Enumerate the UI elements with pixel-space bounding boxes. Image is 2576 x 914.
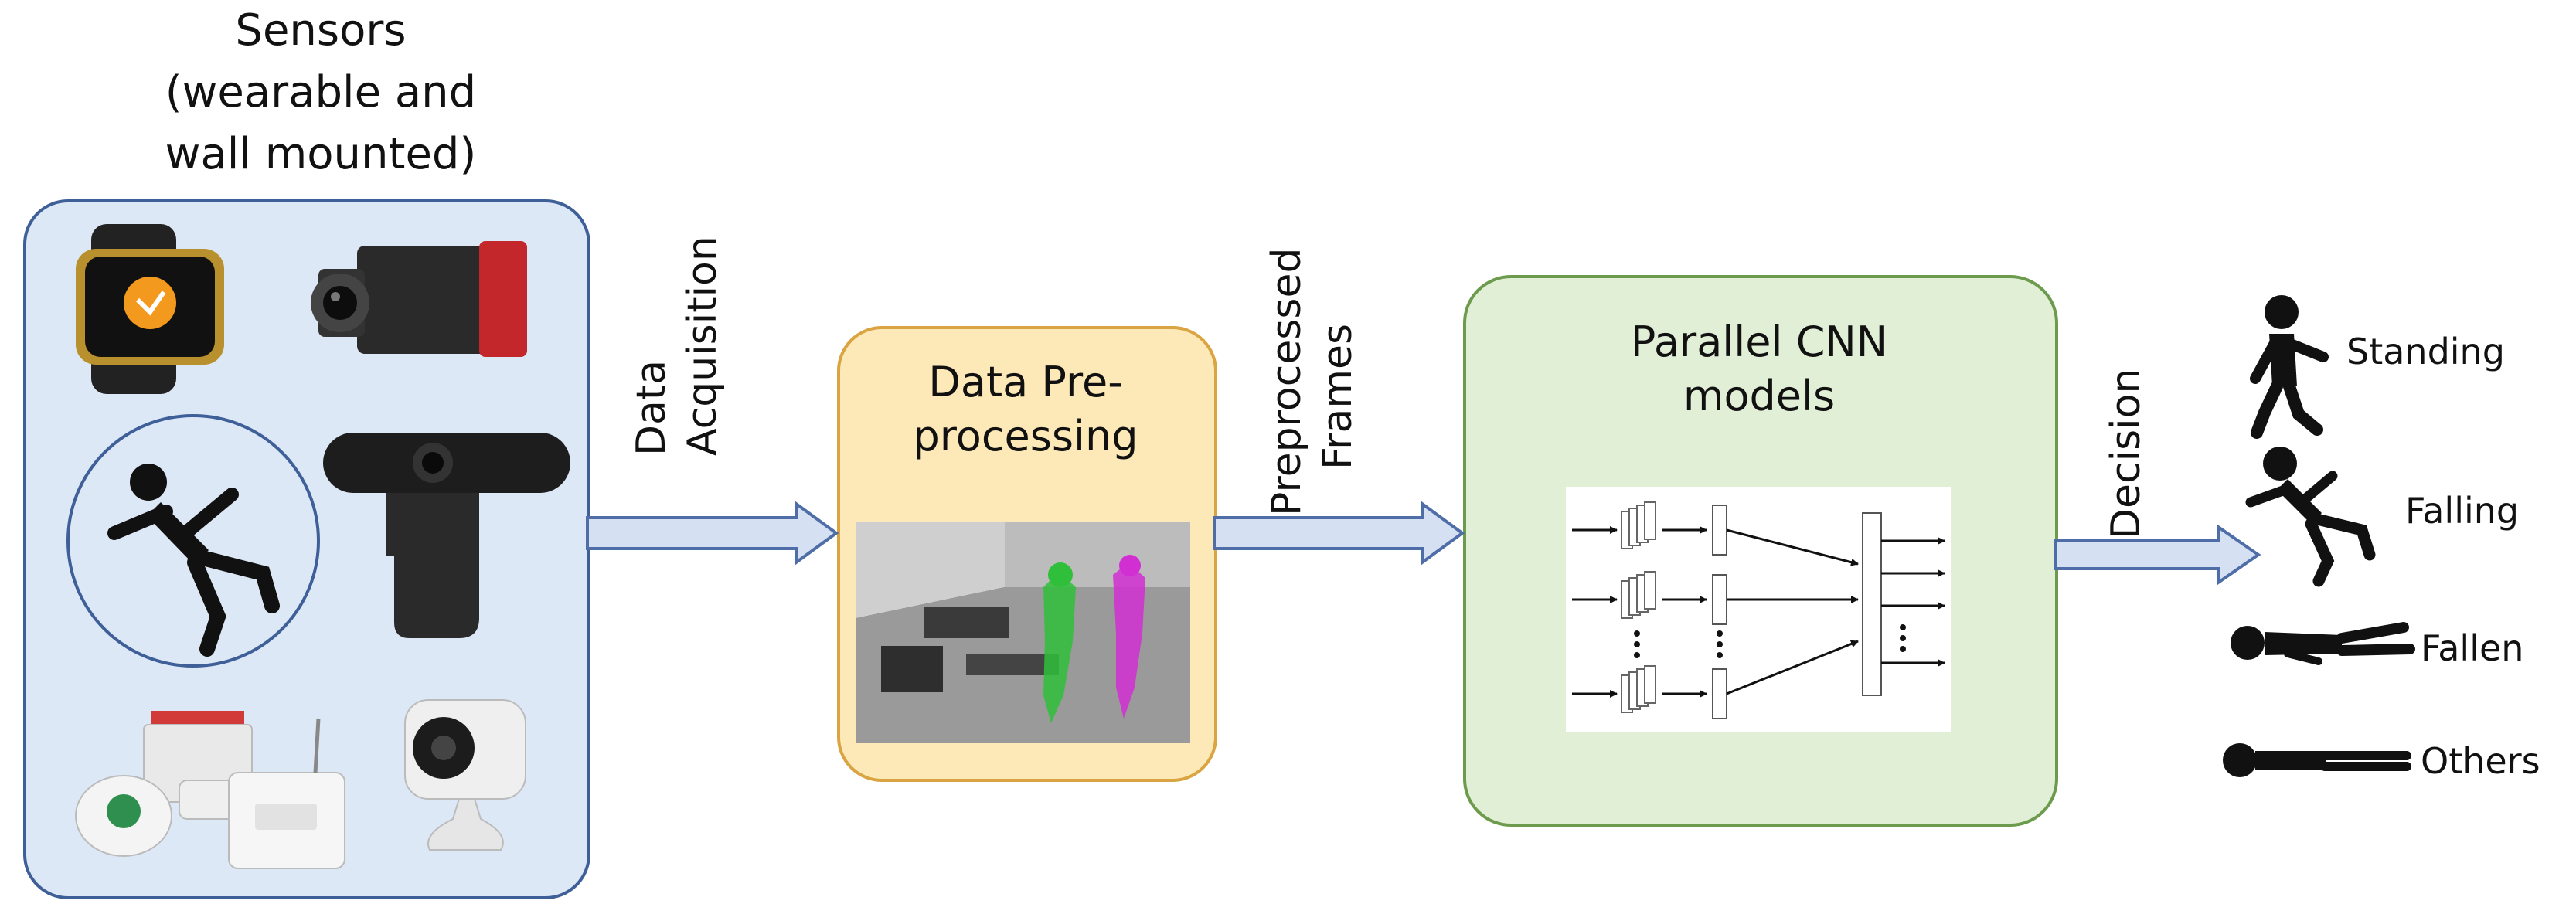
webcam-icon [323,433,570,638]
preprocessed-frame-image [856,522,1190,743]
indoor-camera-icon [404,699,526,851]
cnn-title-line-2: models [1683,372,1836,420]
arrow-acquisition [586,501,839,566]
class-falling: Falling [2405,490,2520,532]
cnn-branch-2 [1572,571,1859,625]
thermal-camera-icon [311,241,527,357]
arrow-preprocessed [1213,501,1465,566]
others-person-icon [2223,743,2411,777]
sensors-title: Sensors (wearable and wall mounted) [46,0,595,185]
preprocessing-title-line-2: processing [913,412,1138,460]
preprocessing-title-line-1: Data Pre- [928,358,1123,406]
class-standing: Standing [2346,331,2505,372]
fallen-person-icon [2231,622,2415,665]
preprocessing-title: Data Pre- processing [842,355,1209,464]
standing-person-icon [2250,295,2329,439]
class-fallen: Fallen [2421,627,2524,669]
cnn-branch-1 [1572,501,1859,566]
smartwatch-icon [76,224,224,394]
sensors-title-line-3: wall mounted) [165,129,477,179]
sensors-title-line-1: Sensors [235,5,407,56]
cnn-fusion-layer [1862,512,1945,696]
alarm-system-icon [75,711,345,869]
cnn-branch-3 [1572,640,1859,719]
falling-person-class-icon [2245,447,2376,587]
cnn-title-line-1: Parallel CNN [1630,318,1888,366]
class-others: Others [2421,740,2540,782]
cnn-title: Parallel CNN models [1468,315,2050,423]
sensors-title-line-2: (wearable and [165,67,477,117]
arrow-decision [2054,524,2261,586]
falling-person-icon [66,414,320,668]
cnn-ellipsis [1634,624,1906,658]
cnn-architecture [1566,487,1951,732]
